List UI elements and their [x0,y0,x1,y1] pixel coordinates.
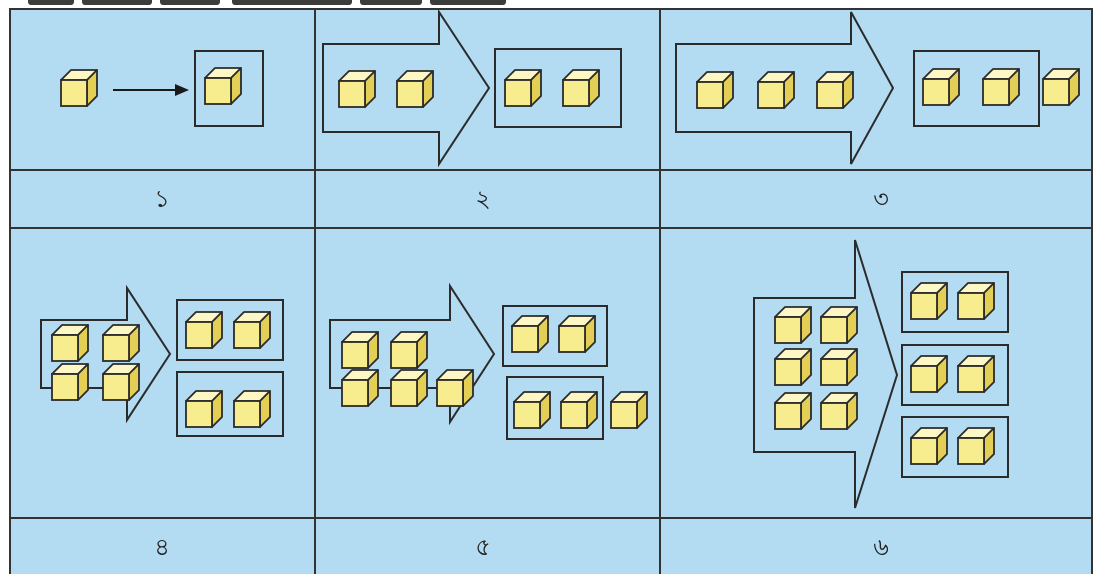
cube-icon [233,390,271,428]
cube-icon [820,392,858,430]
cube-icon [511,315,549,353]
cube-icon [820,306,858,344]
cube-icon [51,363,89,401]
cube-icon [910,427,948,465]
cube-icon [957,427,995,465]
panel-5: ৫ [329,282,648,561]
cube-icon [185,390,223,428]
cube-icon [1042,68,1080,106]
panel-3-illustration [675,11,1080,165]
cube-icon [957,282,995,320]
arrow-head-icon [175,84,189,96]
panel-5-illustration [329,282,648,440]
cube-icon [957,355,995,393]
panel-3: ৩ [675,11,1080,213]
panel-1-label: ১ [154,185,170,213]
cube-icon [102,324,140,362]
panel-4: ৪ [40,284,284,561]
cube-icon [816,71,854,109]
panel-6-label: ৬ [873,533,889,561]
cube-icon [558,315,596,353]
cube-icon [560,391,598,429]
cube-icon [436,369,474,407]
panel-2: ২ [322,8,622,213]
cube-icon [910,355,948,393]
panel-3-label: ৩ [873,185,889,213]
cube-icon [204,67,242,105]
cube-icon [233,311,271,349]
outer-border [9,8,1093,574]
division-diagram: ১ ২ ৩ [9,8,1093,574]
cube-icon [774,306,812,344]
cube-icon [51,324,89,362]
cube-icon [396,70,434,108]
cube-icon [562,69,600,107]
panel-6-illustration [753,239,1009,509]
panel-2-illustration [322,8,622,168]
cube-icon [982,68,1020,106]
cube-icon [910,282,948,320]
cube-icon [610,391,648,429]
cube-icon [390,331,428,369]
cube-icon [341,369,379,407]
cube-icon [102,363,140,401]
cube-icon [341,331,379,369]
cube-icon [774,392,812,430]
cube-icon [757,71,795,109]
cube-icon [774,348,812,386]
panel-4-label: ৪ [154,533,170,561]
cube-icon [60,69,98,107]
cube-icon [513,391,551,429]
cube-icon [390,369,428,407]
panel-1-illustration [60,50,264,127]
panel-5-label: ৫ [475,533,491,561]
panel-6: ৬ [753,239,1009,561]
panel-1: ১ [60,50,264,213]
table-grid [9,8,1093,574]
cube-icon [185,311,223,349]
cube-icon [338,70,376,108]
panel-4-illustration [40,284,284,437]
cube-icon [922,68,960,106]
cube-icon [504,69,542,107]
cube-icon [820,348,858,386]
panel-2-label: ২ [475,185,491,213]
cube-icon [696,71,734,109]
